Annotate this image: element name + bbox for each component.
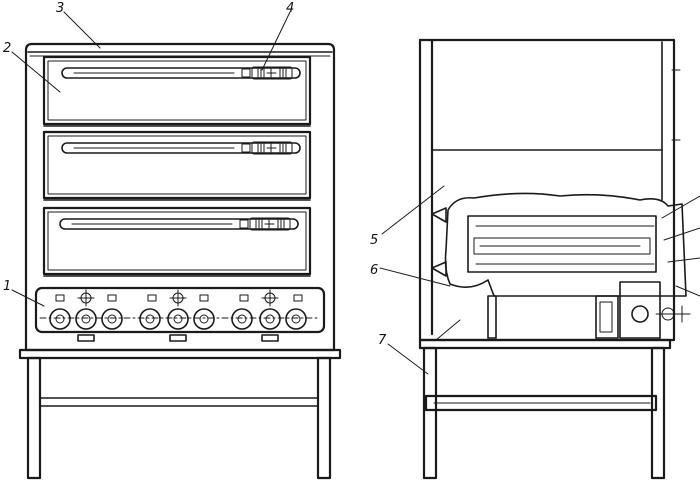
- front-view: [11, 11, 342, 480]
- label-1: 1: [3, 279, 11, 294]
- insulated-baking-chamber: [431, 192, 687, 297]
- deck-door-middle: [42, 130, 312, 201]
- label-7: 7: [378, 333, 387, 348]
- deck-door-top: [42, 55, 312, 127]
- label-3: 3: [56, 1, 64, 16]
- label-2: 2: [3, 41, 11, 56]
- label-6: 6: [370, 263, 378, 278]
- side-stand: [418, 281, 691, 480]
- label-5: 5: [370, 233, 378, 248]
- label-4: 4: [286, 1, 294, 16]
- side-view: [379, 38, 700, 480]
- deck-door-bottom: [42, 206, 312, 277]
- control-panel: [34, 286, 326, 342]
- knob-group: [49, 308, 307, 330]
- front-stand: [18, 348, 342, 480]
